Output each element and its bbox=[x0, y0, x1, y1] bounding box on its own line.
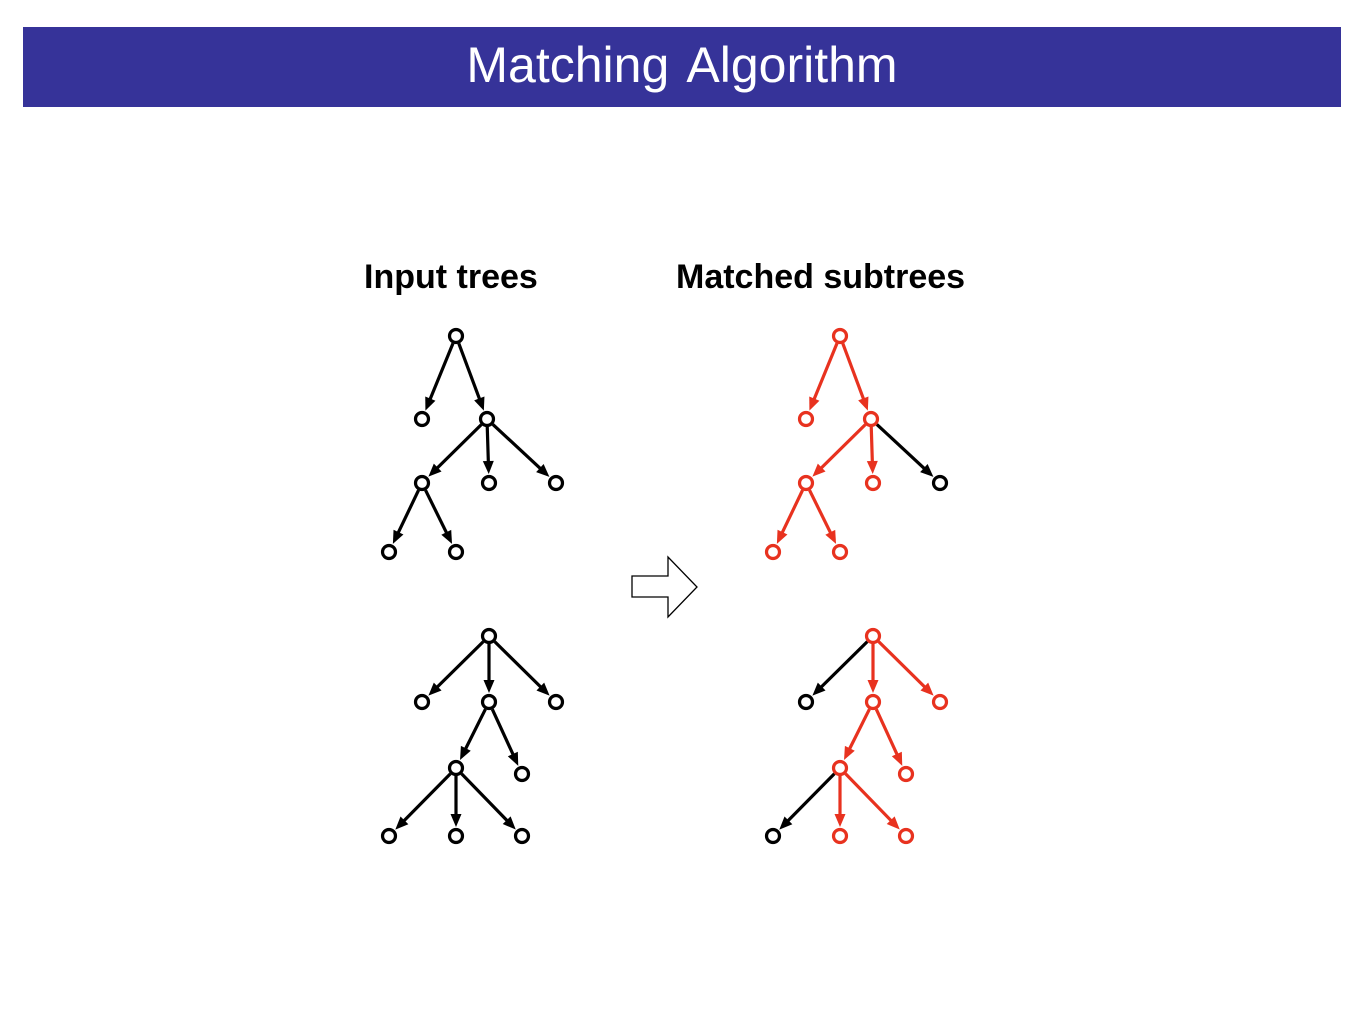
tree-node-b bbox=[797, 693, 815, 711]
right-arrow-outline-icon bbox=[631, 555, 698, 619]
tree-edge-c-d bbox=[812, 423, 867, 477]
tree-edge-a-b bbox=[428, 640, 485, 696]
tree-node-e bbox=[864, 474, 882, 492]
tree-edge-c-f bbox=[874, 708, 903, 766]
tree-node-c bbox=[864, 693, 882, 711]
tree-edge-a-b bbox=[809, 342, 839, 411]
tree-edge-e-i bbox=[844, 772, 900, 830]
tree-node-g bbox=[380, 827, 398, 845]
input-trees-label: Input trees bbox=[364, 258, 538, 296]
tree-node-d bbox=[547, 693, 565, 711]
tree-edge-c-e bbox=[866, 426, 878, 475]
tree-node-a bbox=[864, 627, 882, 645]
tree-edge-c-f bbox=[875, 423, 934, 477]
tree-node-d bbox=[931, 693, 949, 711]
tree-node-g bbox=[764, 543, 782, 561]
tree-edge-c-f bbox=[491, 423, 550, 477]
tree-node-b bbox=[413, 410, 431, 428]
tree-edge-a-d bbox=[493, 640, 550, 696]
tree-edge-e-i bbox=[460, 772, 516, 830]
tree-node-a bbox=[831, 327, 849, 345]
tree-node-i bbox=[513, 827, 531, 845]
tree-edge-c-e bbox=[844, 708, 871, 760]
tree-node-f bbox=[931, 474, 949, 492]
tree-node-e bbox=[480, 474, 498, 492]
tree-node-a bbox=[447, 327, 465, 345]
tree-node-e bbox=[831, 759, 849, 777]
tree-node-d bbox=[797, 474, 815, 492]
tree-edge-a-c bbox=[841, 342, 869, 411]
tree-edge-c-e bbox=[482, 426, 494, 475]
tree-edge-c-d bbox=[428, 423, 483, 477]
tree-edge-e-g bbox=[779, 772, 836, 830]
title-bar: Matching Algorithm bbox=[23, 27, 1341, 107]
tree-edge-a-c bbox=[457, 342, 485, 411]
tree-node-b bbox=[797, 410, 815, 428]
matched-subtrees-label: Matched subtrees bbox=[676, 258, 966, 296]
input-tree-1 bbox=[380, 327, 565, 561]
tree-edge-d-h bbox=[424, 489, 453, 544]
tree-node-g bbox=[764, 827, 782, 845]
tree-edge-d-g bbox=[392, 489, 420, 544]
tree-node-c bbox=[480, 693, 498, 711]
tree-edge-a-d bbox=[877, 640, 934, 696]
tree-node-f bbox=[513, 765, 531, 783]
tree-edge-a-c bbox=[867, 644, 879, 693]
tree-node-f bbox=[547, 474, 565, 492]
matched-tree-1 bbox=[764, 327, 949, 561]
tree-node-h bbox=[447, 827, 465, 845]
tree-edge-c-e bbox=[460, 708, 487, 760]
tree-edge-a-b bbox=[812, 640, 869, 696]
tree-edge-e-h bbox=[834, 776, 846, 827]
tree-edge-e-h bbox=[450, 776, 462, 827]
tree-node-d bbox=[413, 474, 431, 492]
tree-node-e bbox=[447, 759, 465, 777]
tree-edge-c-f bbox=[490, 708, 519, 766]
tree-node-c bbox=[862, 410, 880, 428]
tree-node-b bbox=[413, 693, 431, 711]
input-tree-2 bbox=[380, 627, 565, 845]
tree-node-h bbox=[447, 543, 465, 561]
slide-title: Matching Algorithm bbox=[466, 37, 898, 93]
tree-edge-e-g bbox=[395, 772, 452, 830]
tree-node-i bbox=[897, 827, 915, 845]
tree-node-h bbox=[831, 543, 849, 561]
tree-edge-a-c bbox=[483, 644, 495, 693]
tree-node-a bbox=[480, 627, 498, 645]
tree-edge-a-b bbox=[425, 342, 455, 411]
tree-node-h bbox=[831, 827, 849, 845]
tree-node-f bbox=[897, 765, 915, 783]
matched-tree-2 bbox=[764, 627, 949, 845]
tree-node-g bbox=[380, 543, 398, 561]
tree-node-c bbox=[478, 410, 496, 428]
tree-edge-d-g bbox=[776, 489, 804, 544]
tree-edge-d-h bbox=[808, 489, 837, 544]
